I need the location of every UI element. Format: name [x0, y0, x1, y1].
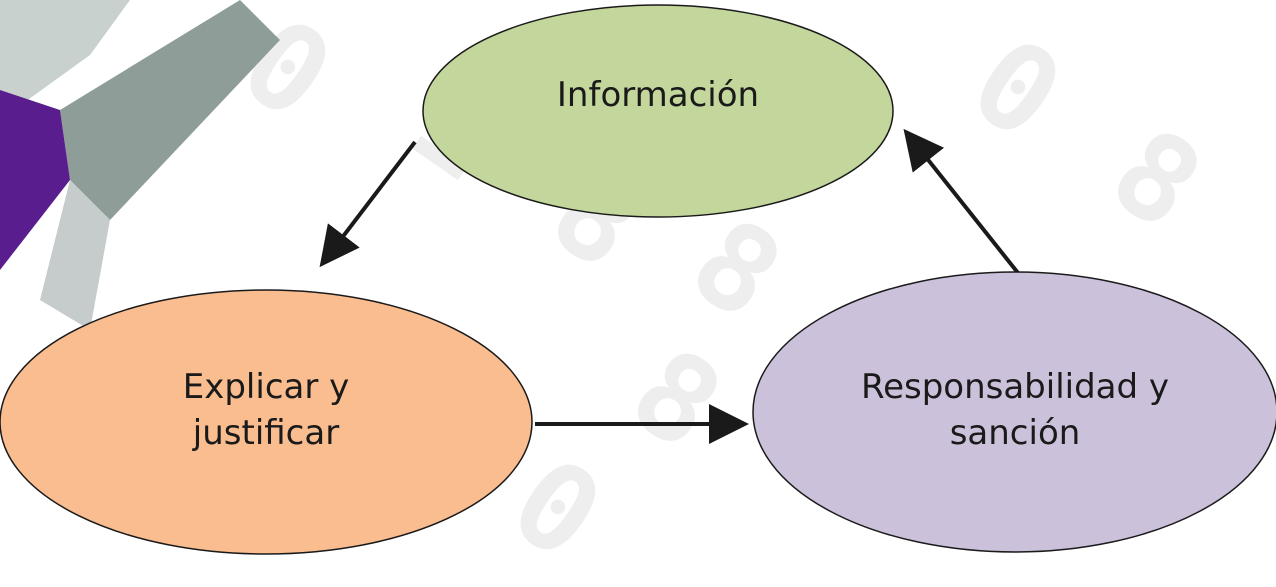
arrow-informacion-to-explicar: [319, 140, 417, 268]
node-responsabilidad-sancion: [752, 271, 1276, 553]
node-label-responsabilidad-sancion: Responsabilidad y sanción: [860, 367, 1170, 453]
logo-decoration: [0, 0, 280, 330]
node-label-informacion: Información: [556, 75, 760, 115]
diagram-svg: [0, 0, 1276, 555]
node-informacion: [422, 4, 894, 218]
arrow-responsabilidad-to-informacion: [903, 128, 1024, 280]
node-label-explicar-justificar: Explicar y justificar: [182, 367, 350, 453]
node-explicar-justificar: [0, 289, 533, 555]
